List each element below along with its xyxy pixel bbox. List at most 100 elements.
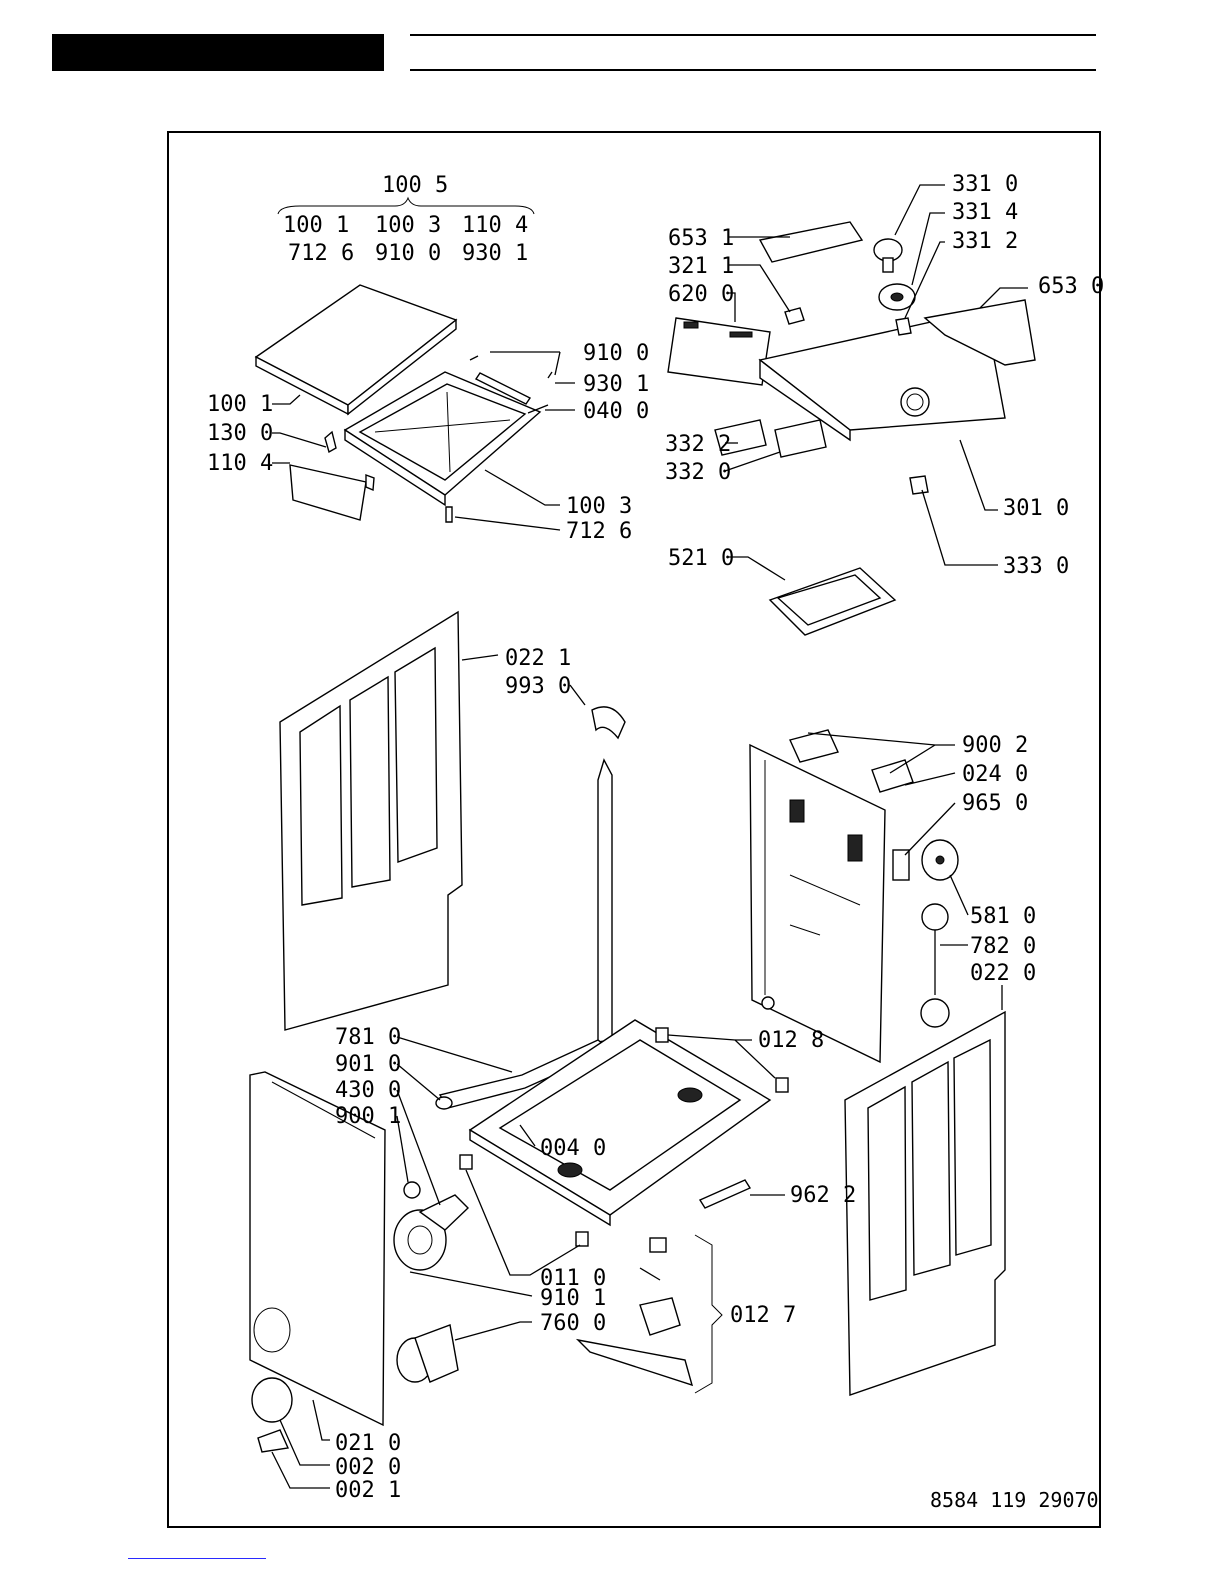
counterweight-part	[920, 998, 950, 1028]
label-group-2: 100 3	[375, 213, 441, 238]
drain-hose-part	[438, 706, 626, 1109]
hinge-pin	[527, 404, 549, 414]
selector-part-a	[714, 419, 767, 456]
interlock-part	[892, 849, 910, 881]
side-panel-right-part	[844, 1010, 1006, 1396]
label-100-1: 100 1	[207, 392, 273, 417]
label-024-0: 024 0	[962, 762, 1028, 787]
dial-ring-part	[878, 283, 916, 311]
label-581-0: 581 0	[970, 904, 1036, 929]
header-rule-top	[410, 34, 1096, 36]
pcb-part	[667, 317, 771, 386]
top-frame-part	[343, 371, 542, 507]
pin-part-2	[547, 371, 553, 379]
label-004-0: 004 0	[540, 1136, 606, 1161]
lid-part	[254, 284, 458, 416]
foot-part-3	[459, 1154, 473, 1170]
label-782-0: 782 0	[970, 934, 1036, 959]
label-301-0: 301 0	[1003, 496, 1069, 521]
label-930-1: 930 1	[583, 372, 649, 397]
drawing-number: 8584 119 29070	[930, 1488, 1099, 1512]
diagram-frame	[167, 131, 1101, 1528]
foot-part-2	[775, 1077, 789, 1093]
label-993-0: 993 0	[505, 674, 571, 699]
label-781-0: 781 0	[335, 1025, 401, 1050]
latch-part	[324, 430, 337, 454]
knob-part	[873, 238, 903, 273]
label-group-1: 100 1	[283, 213, 349, 238]
pin-part	[469, 355, 479, 361]
label-760-0: 760 0	[540, 1311, 606, 1336]
label-962-2: 962 2	[790, 1183, 856, 1208]
label-712-6: 712 6	[566, 519, 632, 544]
foot-part-1	[655, 1027, 669, 1043]
label-653-1: 653 1	[668, 226, 734, 251]
label-012-8: 012 8	[758, 1028, 824, 1053]
filter-cap-part	[921, 839, 959, 881]
stop-part	[445, 506, 453, 523]
pump-seal-part	[403, 1181, 421, 1199]
back-panel-part	[749, 743, 886, 1064]
panel-fascia-part	[758, 309, 1006, 442]
label-group-3: 110 4	[462, 213, 528, 238]
lift-kit-part	[575, 1237, 694, 1387]
panel-bracket-part	[923, 299, 1036, 366]
pump-part	[393, 1194, 470, 1271]
dispenser-part	[768, 567, 897, 636]
strip-part	[474, 372, 532, 405]
side-panel-left-part	[279, 610, 463, 1031]
label-321-1: 321 1	[668, 254, 734, 279]
label-900-1: 900 1	[335, 1104, 401, 1129]
label-group-5: 910 0	[375, 241, 441, 266]
header-black-bar	[52, 34, 384, 71]
label-022-1: 022 1	[505, 646, 571, 671]
label-331-4: 331 4	[952, 200, 1018, 225]
group-brace	[277, 196, 535, 215]
label-011-0: 011 0	[540, 1266, 606, 1291]
label-040-0: 040 0	[583, 399, 649, 424]
label-331-0: 331 0	[952, 172, 1018, 197]
base-frame-part	[468, 1019, 772, 1227]
label-021-0: 021 0	[335, 1431, 401, 1456]
label-521-0: 521 0	[668, 546, 734, 571]
label-002-1: 002 1	[335, 1478, 401, 1503]
label-012-7: 012 7	[730, 1303, 796, 1328]
front-trim-part	[289, 464, 367, 521]
label-900-2: 900 2	[962, 733, 1028, 758]
button-holder-part	[758, 221, 864, 263]
label-333-0: 333 0	[1003, 554, 1069, 579]
foot-part-4	[575, 1231, 589, 1247]
label-assembly: 100 5	[382, 173, 448, 198]
filter-part	[396, 1324, 459, 1383]
label-002-0: 002 0	[335, 1455, 401, 1480]
label-653-0: 653 0	[1038, 274, 1104, 299]
clip-part	[365, 473, 375, 492]
label-332-2: 332 2	[665, 432, 731, 457]
switch-part	[909, 475, 929, 495]
seal-part	[921, 903, 949, 931]
label-901-0: 901 0	[335, 1052, 401, 1077]
label-910-1: 910 1	[540, 1286, 606, 1311]
lower-flap-part	[251, 1377, 293, 1453]
label-965-0: 965 0	[962, 791, 1028, 816]
front-panel-part	[249, 1071, 386, 1427]
label-022-0: 022 0	[970, 961, 1036, 986]
label-group-4: 712 6	[288, 241, 354, 266]
selector-part-b	[774, 419, 827, 458]
label-620-0: 620 0	[668, 282, 734, 307]
label-group-6: 930 1	[462, 241, 528, 266]
label-100-3: 100 3	[566, 494, 632, 519]
label-332-0: 332 0	[665, 460, 731, 485]
label-910-0: 910 0	[583, 341, 649, 366]
label-430-0: 430 0	[335, 1078, 401, 1103]
bracket-strip-part	[698, 1179, 752, 1209]
label-110-4: 110 4	[207, 451, 273, 476]
shaft-part	[895, 317, 912, 336]
footer-link-line	[128, 1558, 266, 1559]
key-part	[784, 307, 805, 325]
label-331-2: 331 2	[952, 229, 1018, 254]
lift-kit-brace	[694, 1234, 723, 1394]
label-130-0: 130 0	[207, 421, 273, 446]
header-rule-bottom	[410, 69, 1096, 71]
